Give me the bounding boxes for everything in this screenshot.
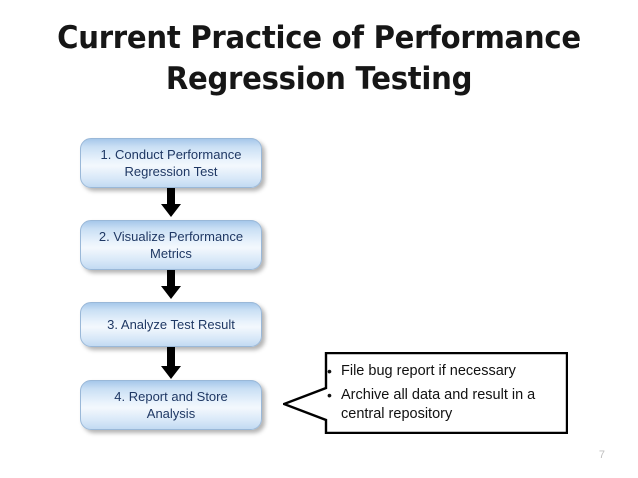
callout-bullet-list: • File bug report if necessary • Archive… [327, 356, 557, 430]
page-number: 7 [598, 449, 605, 461]
bullet-icon: • [327, 387, 332, 403]
flow-step-3-label: 3. Analyze Test Result [107, 317, 235, 332]
flow-step-4-label: 4. Report and Store Analysis [114, 389, 228, 421]
bullet-icon: • [327, 363, 332, 379]
flow-step-1[interactable]: 1. Conduct Performance Regression Test [80, 138, 262, 188]
callout-shape [283, 352, 568, 434]
flow-step-2-label: 2. Visualize Performance Metrics [98, 229, 244, 261]
callout-note[interactable]: • File bug report if necessary • Archive… [283, 352, 568, 434]
callout-bullet-2-text: Archive all data and result in a central… [341, 387, 536, 422]
list-item: • Archive all data and result in a centr… [327, 386, 557, 424]
list-item: • File bug report if necessary [327, 362, 557, 381]
callout-bullet-1-text: File bug report if necessary [341, 363, 516, 379]
flow-arrow-3-to-4 [159, 347, 183, 379]
flow-step-3[interactable]: 3. Analyze Test Result [80, 302, 262, 347]
flow-arrow-1-to-2 [159, 188, 183, 218]
page-title: Current Practice of Performance Regressi… [57, 20, 581, 97]
flow-step-1-label: 1. Conduct Performance Regression Test [100, 147, 242, 179]
flow-step-2[interactable]: 2. Visualize Performance Metrics [80, 220, 262, 270]
flow-arrow-2-to-3 [159, 270, 183, 300]
flow-step-4[interactable]: 4. Report and Store Analysis [80, 380, 262, 430]
